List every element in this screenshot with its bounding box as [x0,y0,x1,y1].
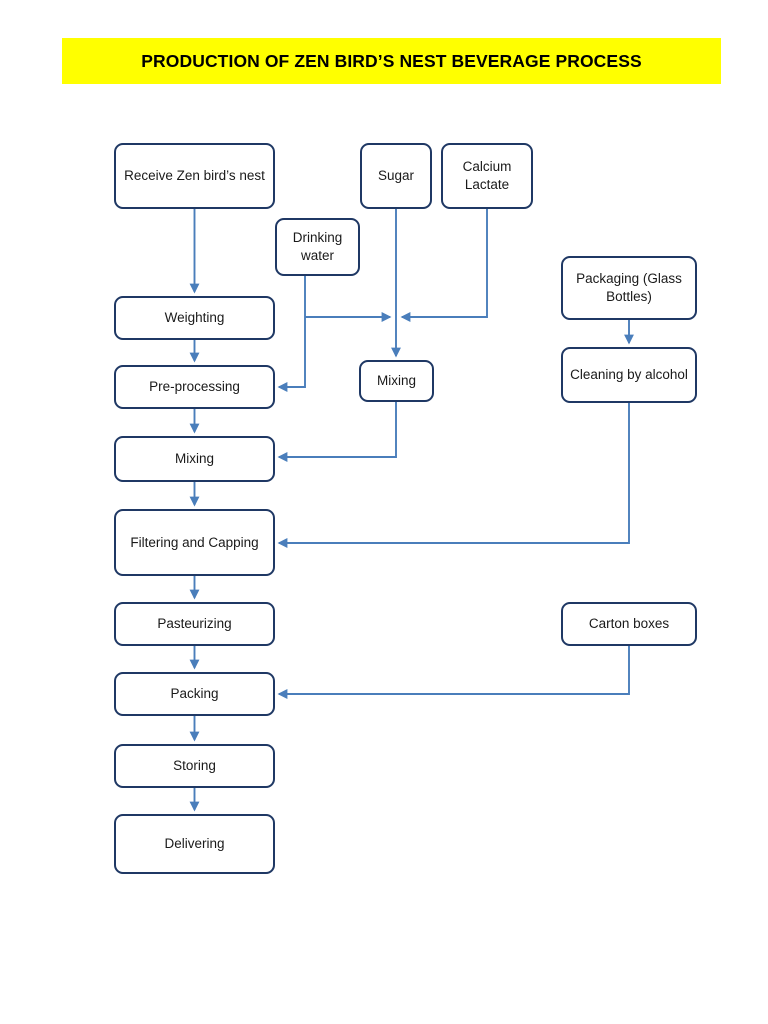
process-node-drinking[interactable]: Drinking water [275,218,360,276]
connector-carton-to-packing [277,646,630,699]
connector-mixing-small-to-mixing-main [277,402,397,462]
process-node-label: Pasteurizing [157,616,232,632]
page-title: PRODUCTION OF ZEN BIRD’S NEST BEVERAGE P… [141,50,642,71]
process-node-label: Sugar [377,168,415,184]
process-node-label: Weighting [164,310,225,326]
process-node-weighting[interactable]: Weighting [114,296,275,340]
process-node-label: Packing [170,686,219,702]
process-node-label: Filtering and Capping [130,534,259,550]
process-node-packaging[interactable]: Packaging (Glass Bottles) [561,256,697,320]
process-node-label: Storing [173,758,216,774]
process-node-preprocess[interactable]: Pre-processing [114,365,275,409]
process-node-label: Packaging (Glass Bottles) [576,271,682,304]
process-node-label: Drinking water [292,230,343,263]
process-node-calcium[interactable]: Calcium Lactate [441,143,533,209]
process-node-mixing-main[interactable]: Mixing [114,436,275,482]
process-node-label: Calcium Lactate [462,159,512,192]
process-node-label: Cleaning by alcohol [570,367,688,383]
process-node-cleaning[interactable]: Cleaning by alcohol [561,347,697,403]
process-node-label: Delivering [164,836,225,852]
connector-drinking-to-preprocess [277,276,306,392]
process-node-packing[interactable]: Packing [114,672,275,716]
process-node-label: Carton boxes [588,616,670,632]
process-node-mixing-small[interactable]: Mixing [359,360,434,402]
title-banner: PRODUCTION OF ZEN BIRD’S NEST BEVERAGE P… [62,38,721,84]
connector-cleaning-to-filtering [277,403,630,548]
process-node-carton[interactable]: Carton boxes [561,602,697,646]
process-node-label: Mixing [376,373,416,389]
process-node-pasteurizing[interactable]: Pasteurizing [114,602,275,646]
process-node-label: Pre-processing [149,379,240,395]
process-node-label: Receive Zen bird’s nest [124,168,265,184]
process-node-filtering[interactable]: Filtering and Capping [114,509,275,576]
process-node-storing[interactable]: Storing [114,744,275,788]
connector-calcium-to-junction [400,209,488,322]
process-node-label: Mixing [174,451,214,467]
process-node-sugar[interactable]: Sugar [360,143,432,209]
process-node-receive[interactable]: Receive Zen bird’s nest [114,143,275,209]
process-node-delivering[interactable]: Delivering [114,814,275,874]
